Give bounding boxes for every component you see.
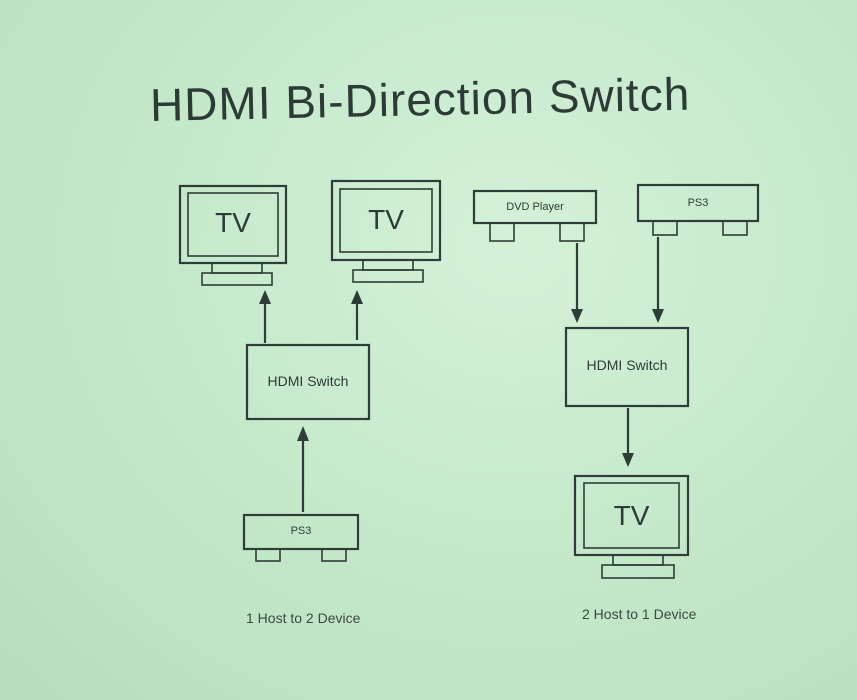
right-switch-label: HDMI Switch — [586, 357, 668, 373]
left-hdmi-switch-box — [245, 343, 371, 421]
right-tv-label: TV — [613, 500, 650, 531]
left-caption: 1 Host to 2 Device — [246, 610, 361, 626]
left-arrows — [259, 290, 363, 512]
right-arrows — [571, 237, 664, 467]
right-ps3-label: PS3 — [687, 197, 709, 209]
left-switch-label: HDMI Switch — [267, 373, 349, 389]
left-tv-2-label: TV — [368, 204, 404, 235]
right-ps3-device-icon — [636, 183, 760, 236]
dvd-player-label: DVD Player — [506, 201, 564, 213]
left-tv-1-icon — [178, 184, 288, 286]
left-tv-1-label: TV — [215, 207, 251, 238]
left-tv-2-icon — [330, 179, 442, 283]
left-ps3-label: PS3 — [290, 525, 312, 537]
right-tv-icon — [573, 474, 690, 579]
right-caption: 2 Host to 1 Device — [582, 606, 697, 622]
dvd-player-device-icon — [472, 189, 598, 242]
right-hdmi-switch-box — [564, 326, 690, 408]
left-ps3-device-icon — [242, 513, 360, 562]
